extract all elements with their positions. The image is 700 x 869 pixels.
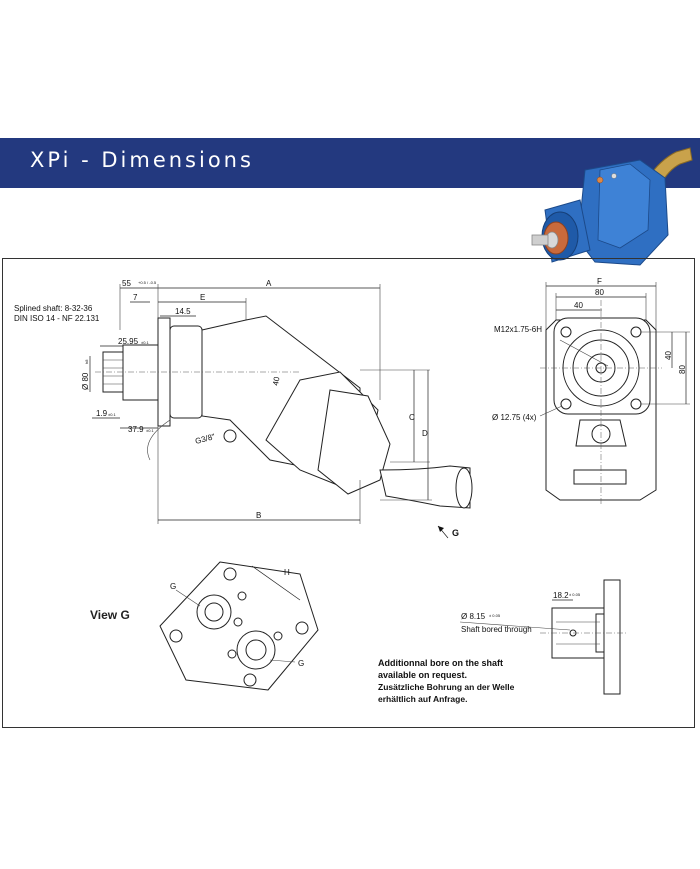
dim-1-9-tol: ±0.1 <box>108 412 117 417</box>
dim-1-9: 1.9 <box>96 409 108 418</box>
side-view: 55 +0.5 / -0.5 A 7 E 14.5 Splined shaft:… <box>14 279 473 539</box>
spline-label-1: Splined shaft: 8-32-36 <box>14 304 93 313</box>
note-de-2: erhältlich auf Anfrage. <box>378 694 467 704</box>
dim-18-2-tol: ± 0.05 <box>569 592 581 597</box>
dim-A: A <box>266 279 272 288</box>
note-de-1: Zusätzliche Bohrung an der Welle <box>378 682 515 692</box>
dim-40-angle: 40 <box>271 375 282 386</box>
view-g-label-2: G <box>298 659 304 668</box>
view-g: View G H G G <box>90 561 319 691</box>
dim-37-9: 37.9 <box>128 425 144 434</box>
note-en-1: Additionnal bore on the shaft <box>378 658 503 668</box>
dim-C: C <box>409 413 415 422</box>
dim-14-5: 14.5 <box>175 307 191 316</box>
bore-label: Shaft bored through <box>461 625 532 634</box>
page-title: XPi - Dimensions <box>30 148 254 172</box>
note-en-2: available on request. <box>378 670 467 680</box>
view-g-title: View G <box>90 608 130 622</box>
shaft-detail: 18.2 ± 0.05 Ø 8.15 ± 0.05 Shaft bored th… <box>459 579 628 695</box>
dim-E: E <box>200 293 205 302</box>
dim-80-top: 80 <box>595 288 604 297</box>
dim-55: 55 <box>122 279 131 288</box>
dim-37-9-tol: ±0.1 <box>146 428 155 433</box>
dim-80-dia-tol: h8 <box>84 359 89 364</box>
dim-40-top: 40 <box>574 301 583 310</box>
dim-25-95: 25.95 <box>118 337 139 346</box>
shaft-bore-note: Additionnal bore on the shaft available … <box>378 658 515 704</box>
front-view: F 80 40 M12x1.75-6H Ø 12.75 (4x) 40 80 <box>492 277 690 506</box>
spline-label-2: DIN ISO 14 - NF 22.131 <box>14 314 100 323</box>
hole-label: Ø 12.75 (4x) <box>492 413 537 422</box>
drawing-frame <box>2 258 695 728</box>
view-g-label-1: G <box>170 582 176 591</box>
dim-18-2: 18.2 <box>553 591 569 600</box>
dim-55-tol: +0.5 / -0.5 <box>138 280 157 285</box>
dim-B: B <box>256 511 261 520</box>
dim-H: H <box>284 568 290 577</box>
dim-80-dia: Ø 80 <box>81 372 90 390</box>
dim-80-right: 80 <box>678 365 687 374</box>
dim-8-15-tol: ± 0.05 <box>489 613 501 618</box>
dim-7: 7 <box>133 293 138 302</box>
thread-label: M12x1.75-6H <box>494 325 542 334</box>
dim-D: D <box>422 429 428 438</box>
dim-25-95-tol: ±0.1 <box>141 340 150 345</box>
dim-8-15: Ø 8.15 <box>461 612 486 621</box>
port-label: G3/8" <box>194 432 216 446</box>
view-arrow-label: G <box>452 528 459 538</box>
dim-F: F <box>597 277 602 286</box>
dim-40-right: 40 <box>664 351 673 360</box>
